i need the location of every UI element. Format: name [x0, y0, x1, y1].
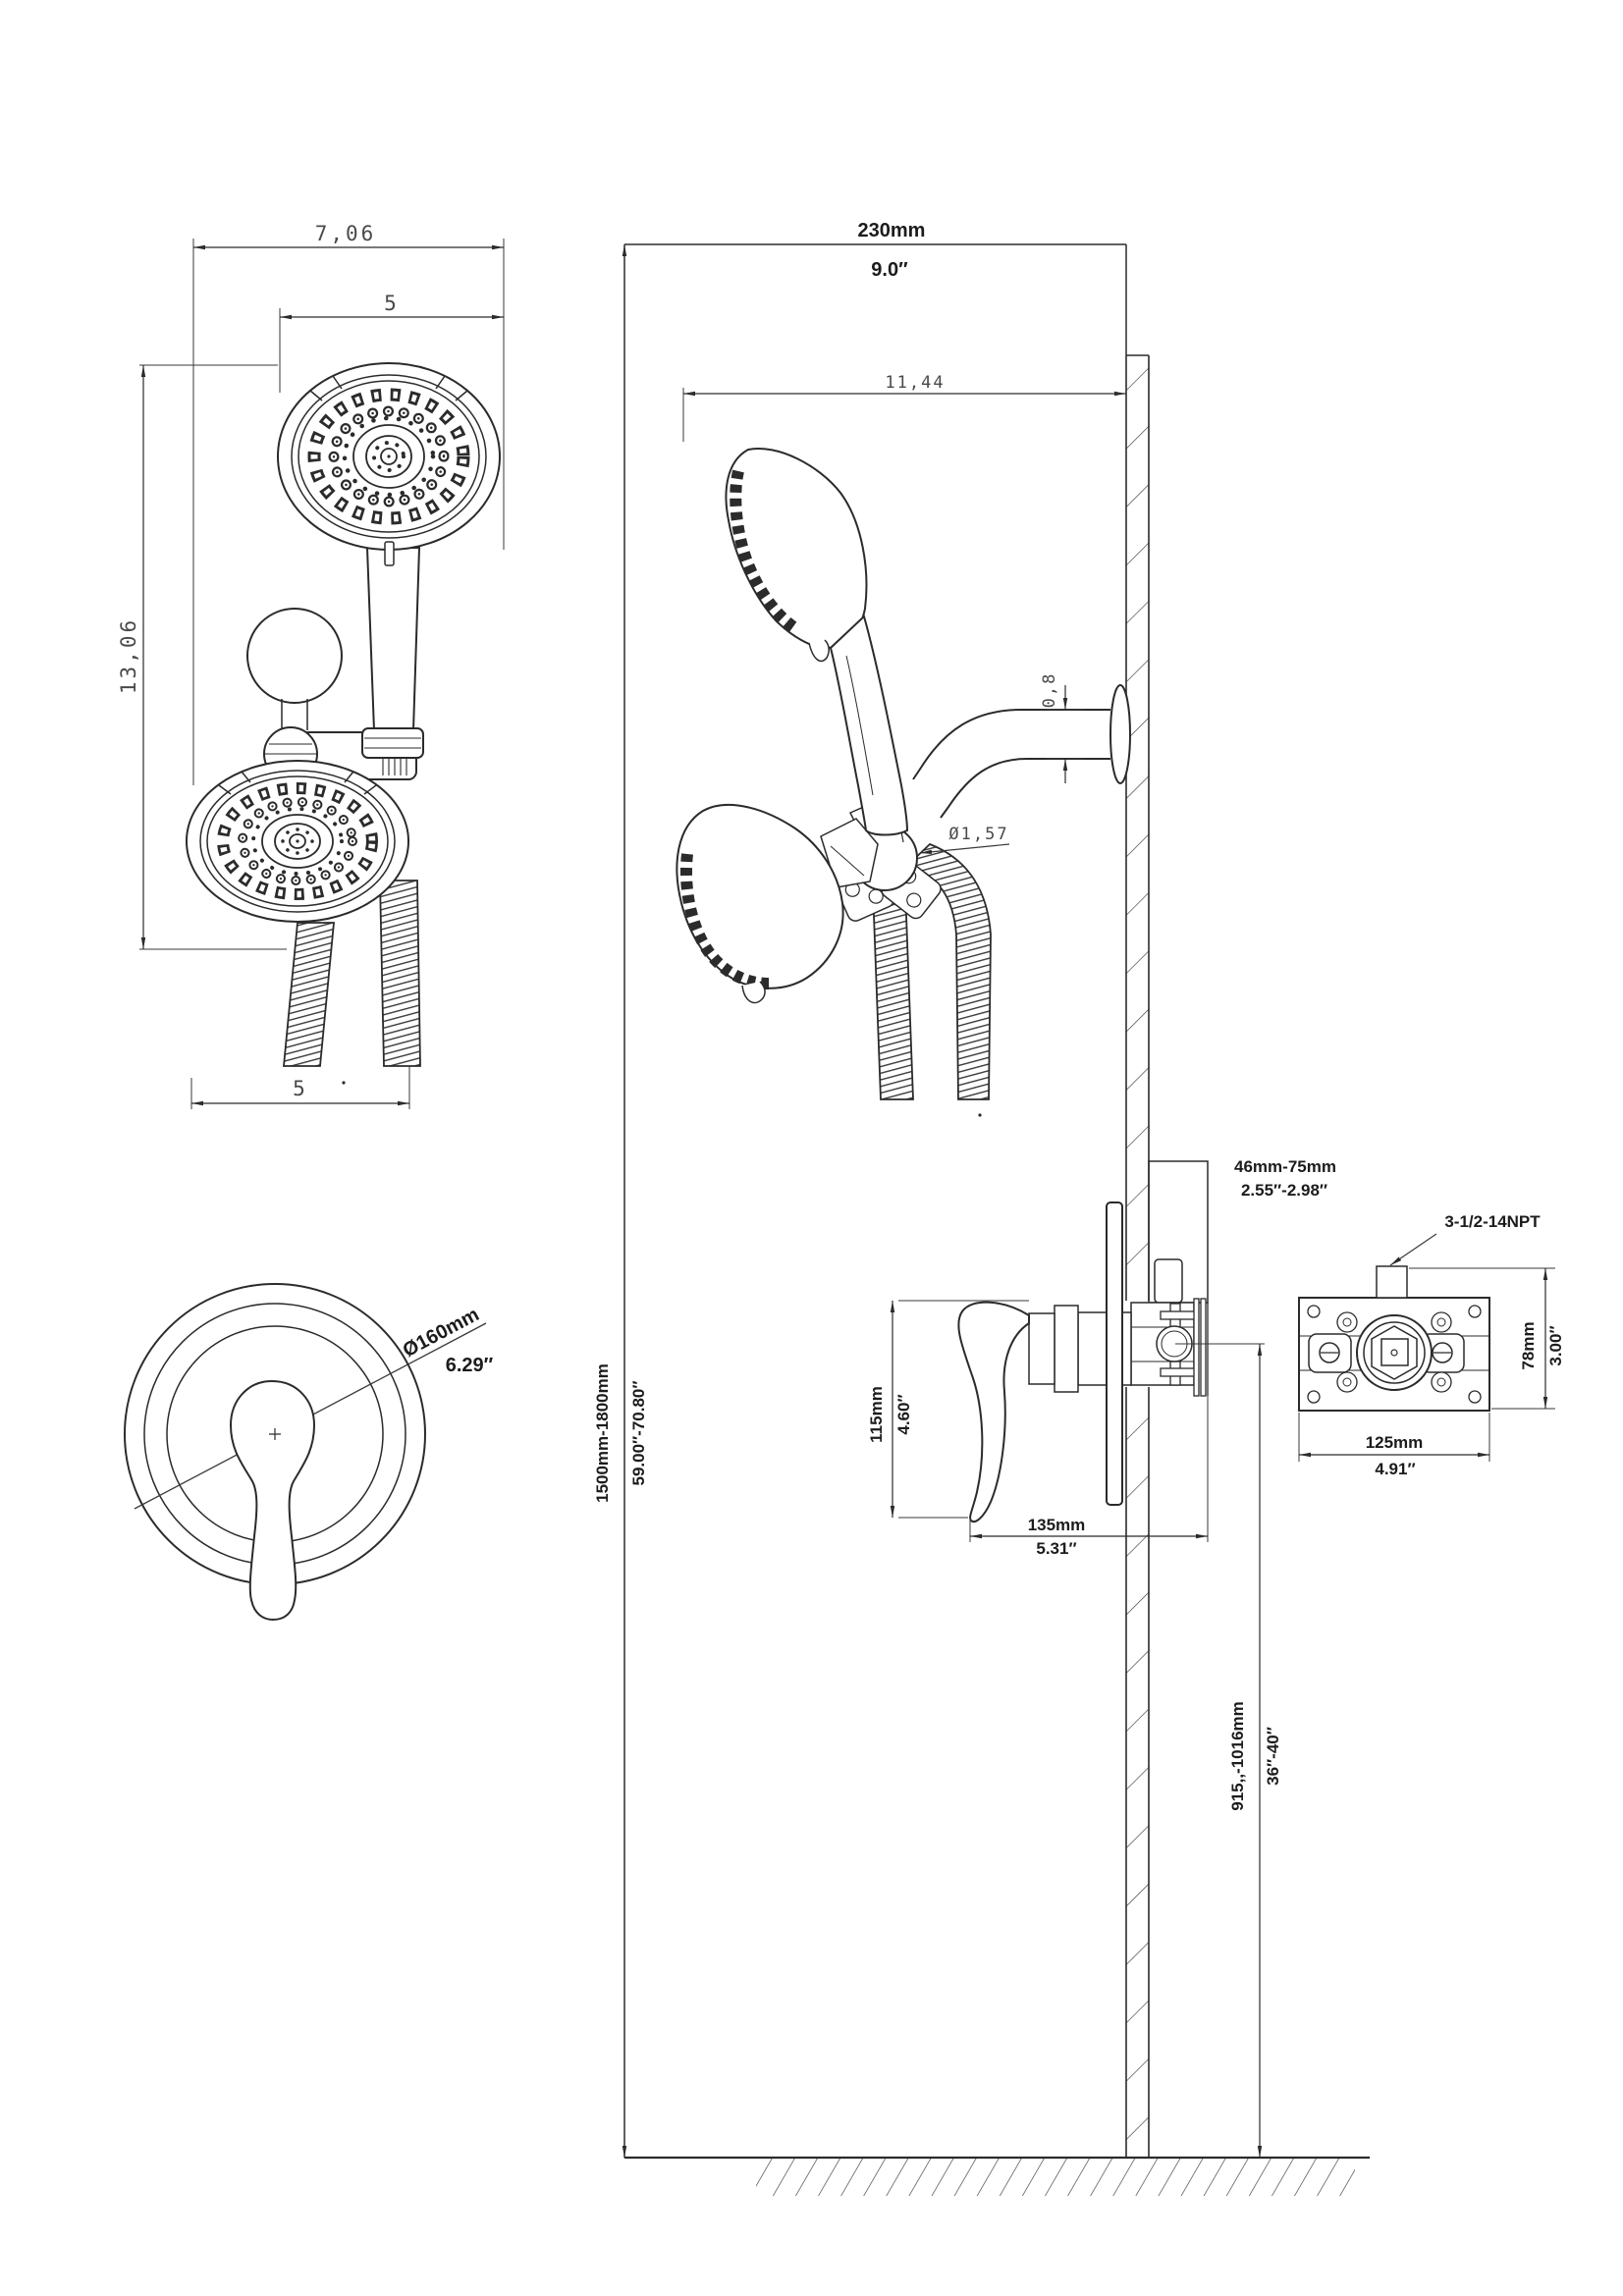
- escutcheon-side: [1106, 1201, 1123, 1506]
- ground: [624, 2156, 1370, 2196]
- lever-handle-side: [957, 1301, 1030, 1522]
- install-head-height-mm: 1500mm-1800mm: [593, 1363, 612, 1503]
- fixed-head-front: [186, 760, 409, 923]
- trim-height-mm: 115mm: [867, 1386, 886, 1443]
- shower-arm-side: [912, 684, 1131, 819]
- dim-head-width-label: 5: [384, 292, 400, 315]
- shower-arm-front: [246, 608, 343, 730]
- dim-head-width: 5: [279, 292, 504, 393]
- dim-rough-height: 78mm 3.00″: [1409, 1267, 1565, 1410]
- dim-ball-diameter-label: Ø1,57: [948, 825, 1008, 844]
- fixed-head-side: [676, 803, 879, 1004]
- valve-height-in: 36″-40″: [1264, 1727, 1282, 1786]
- rough-in-view: 3-1/2-14NPT 78mm 3.00″ 125mm 4.91″: [1298, 1212, 1565, 1478]
- handheld-side: [725, 448, 909, 836]
- inlet-pipe-side: [1154, 1258, 1183, 1304]
- hoses-front: [283, 880, 421, 1085]
- dim-valve-height: 915,,-1016mm 36″-40″: [1175, 1343, 1282, 2158]
- front-view: 7,06 5 13,06 5: [117, 222, 505, 1109]
- dim-bottom-width-label: 5: [293, 1077, 308, 1100]
- dim-rough-width: 125mm 4.91″: [1298, 1413, 1490, 1478]
- side-view: 230mm 9.0″ 1500mm-1800mm 59.00″-70.80″ 1…: [593, 220, 1370, 2196]
- handheld-head-front: [277, 362, 501, 566]
- dim-depth-label: 11,44: [885, 373, 945, 393]
- valve-body-side: [1130, 1298, 1209, 1397]
- trim-diameter-in: 6.29″: [446, 1355, 494, 1376]
- dim-ball-diameter: Ø1,57: [919, 825, 1010, 855]
- rough-width-in: 4.91″: [1375, 1460, 1415, 1478]
- handheld-handle-front: [365, 547, 421, 731]
- rough-width-mm: 125mm: [1366, 1433, 1424, 1452]
- trim-height-in: 4.60″: [894, 1394, 913, 1434]
- valve-height-mm: 915,,-1016mm: [1228, 1701, 1247, 1811]
- dim-arm-diameter-label: 0,8: [1040, 672, 1059, 709]
- wall-section: [1125, 354, 1150, 2158]
- side-width-mm: 230mm: [858, 220, 926, 241]
- valve-side-view: 46mm-75mm 2.55″-2.98″: [867, 1157, 1336, 2158]
- inlet-pipe-front: [1376, 1265, 1408, 1299]
- dim-total-width-label: 7,06: [315, 222, 377, 245]
- trim-depth-in: 5.31″: [1036, 1539, 1076, 1558]
- trim-depth-mm: 135mm: [1028, 1516, 1086, 1534]
- install-head-height-in: 59.00″-70.80″: [629, 1380, 648, 1485]
- dim-arm-diameter: 0,8: [1040, 672, 1084, 783]
- rough-height-in: 3.00″: [1546, 1325, 1565, 1365]
- lever-handle-front: [229, 1379, 316, 1622]
- wall-range-in: 2.55″-2.98″: [1241, 1181, 1327, 1200]
- rough-in-ears: [1336, 1311, 1452, 1393]
- dim-depth: 11,44: [682, 373, 1126, 442]
- wall-range-mm: 46mm-75mm: [1234, 1157, 1336, 1176]
- side-width-in: 9.0″: [871, 259, 908, 281]
- dim-trim-depth: 135mm 5.31″: [969, 1396, 1209, 1558]
- valve-trim-side: [957, 1201, 1132, 1522]
- dim-total-height: 13,06: [117, 364, 287, 950]
- dim-total-height-label: 13,06: [117, 617, 140, 694]
- dim-trim-height: 115mm 4.60″: [867, 1300, 1029, 1519]
- thread-label: 3-1/2-14NPT: [1444, 1212, 1541, 1231]
- dim-total-width: 7,06: [192, 222, 505, 785]
- rough-height-mm: 78mm: [1519, 1321, 1538, 1369]
- thread-callout: 3-1/2-14NPT: [1389, 1212, 1541, 1266]
